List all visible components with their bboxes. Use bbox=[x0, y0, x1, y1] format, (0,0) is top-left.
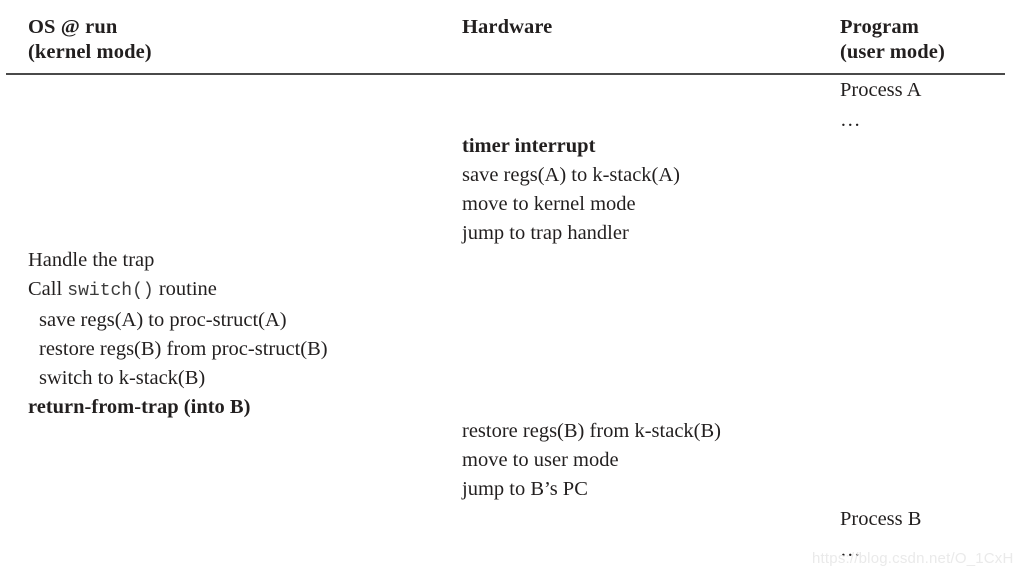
hw-line-jump-b-pc: jump to B’s PC bbox=[462, 478, 588, 500]
header-divider-rule bbox=[6, 73, 1005, 75]
os-line-call-switch-suffix: routine bbox=[153, 278, 217, 300]
os-line-call-switch-code: switch() bbox=[67, 281, 154, 301]
program-process-a-ellipsis: … bbox=[840, 109, 862, 131]
hw-line-save-regs-a: save regs(A) to k-stack(A) bbox=[462, 164, 681, 186]
os-line-restore-regs-b: restore regs(B) from proc-struct(B) bbox=[39, 338, 328, 360]
program-process-b: Process B bbox=[840, 505, 921, 534]
os-middle-block: Handle the trap Call switch() routine sa… bbox=[28, 246, 328, 422]
column-header-program: Program (user mode) bbox=[840, 16, 945, 63]
program-process-a: Process A bbox=[840, 76, 921, 105]
hw-line-move-user-mode: move to user mode bbox=[462, 449, 619, 471]
process-b-label: Process B bbox=[840, 508, 922, 530]
os-line-switch-kstack-b: switch to k-stack(B) bbox=[39, 367, 206, 389]
ellipsis-text: … bbox=[840, 109, 862, 131]
hw-line-timer-interrupt: timer interrupt bbox=[462, 135, 596, 157]
program-process-b-ellipsis: … bbox=[840, 539, 862, 561]
os-line-return-from-trap: return-from-trap (into B) bbox=[28, 396, 251, 418]
os-line-handle-trap: Handle the trap bbox=[28, 249, 155, 271]
ellipsis-text: … bbox=[840, 539, 862, 561]
hw-line-jump-trap-handler: jump to trap handler bbox=[462, 222, 629, 244]
watermark-url: https://blog.csdn.net/O_1CxH bbox=[812, 550, 1014, 567]
hw-line-restore-regs-b: restore regs(B) from k-stack(B) bbox=[462, 420, 722, 442]
hardware-bottom-block: restore regs(B) from k-stack(B) move to … bbox=[462, 417, 721, 504]
process-a-label: Process A bbox=[840, 79, 922, 101]
hw-line-move-kernel-mode: move to kernel mode bbox=[462, 193, 636, 215]
column-header-hardware: Hardware bbox=[462, 16, 553, 38]
table-header-row: OS @ run (kernel mode) Hardware Program … bbox=[0, 15, 1022, 75]
column-header-os: OS @ run (kernel mode) bbox=[28, 16, 152, 63]
os-line-call-switch-prefix: Call bbox=[28, 278, 68, 300]
hardware-top-block: timer interrupt save regs(A) to k-stack(… bbox=[462, 132, 680, 248]
os-line-save-regs-a: save regs(A) to proc-struct(A) bbox=[39, 309, 287, 331]
os-line-call-switch: Call switch() routine bbox=[28, 275, 328, 306]
